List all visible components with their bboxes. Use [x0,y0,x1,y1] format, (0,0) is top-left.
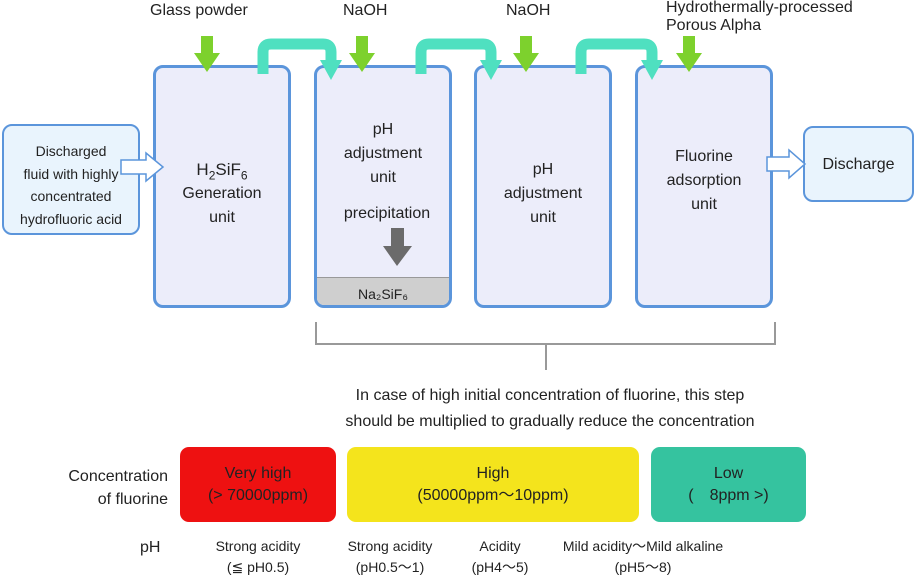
concentration-label-line2: of fluorine [97,491,168,508]
discharge-box: Discharge [803,126,914,202]
band-high-line1: High [476,464,510,482]
ph-c1-line2: (≦ pH0.5) [226,559,290,575]
ph-acidity: Acidity (pH4～5) [450,536,550,578]
ph-adjustment-unit-1 [314,65,452,308]
band-high-line2: (50000ppm～10ppm) [417,486,569,504]
input-line1: Discharged [35,143,107,159]
ph-c3-line1: Acidity [479,538,521,554]
concentration-label-line1: Concentration [68,468,168,485]
glass-powder-arrow [194,36,220,72]
note-line2: should be multiplied to gradually reduce… [345,413,755,430]
precipitation-arrow [383,228,412,266]
unit2-line3: unit [370,169,396,186]
band-very-high-line1: Very high [224,464,292,482]
ph-c4-line1: Mild acidity～Mild alkaline [562,538,724,554]
ph-c3-line2: (pH4～5) [471,559,529,575]
ph-adjustment-unit-2 [474,65,612,308]
glass-powder-label: Glass powder [150,2,248,19]
ph-strong-acidity-1: Strong acidity (≦ pH0.5) [198,536,318,578]
input-line3: concentrated [30,188,112,204]
ph-c2-line2: (pH0.5～1) [355,559,425,575]
band-high: High (50000ppm～10ppm) [347,447,639,522]
h2sif6-generation-unit [153,65,291,308]
band-very-high-line2: (> 70000ppm) [207,486,309,504]
unit1-line3: unit [209,209,235,226]
unit1-line2: Generation [182,185,262,202]
h2sif6-formula: H2SiF6 [153,158,291,187]
unit4-line1: Fluorine [675,148,733,165]
band-low-line2: ( 8ppm >) [688,486,769,504]
note-text: In case of high initial concentration of… [240,383,860,435]
discharge-label: Discharge [822,156,895,173]
unit3-line1: pH [532,161,554,178]
ph-label: pH [140,539,161,556]
fluorine-adsorption-unit [635,65,773,308]
unit4-line3: unit [691,196,717,213]
unit3-line3: unit [530,209,556,226]
output-flow-arrow [766,148,807,180]
unit2-line1: pH [372,121,394,138]
connector-3-4 [575,38,663,80]
connector-1-2 [257,38,342,80]
formula-sub-2: 2 [208,168,216,183]
ph-mild: Mild acidity～Mild alkaline (pH5～8) [548,536,738,578]
note-line1: In case of high initial concentration of… [355,387,745,404]
band-low: Low ( 8ppm >) [651,447,806,522]
ph-c2-line1: Strong acidity [347,538,433,554]
ph-c1-line1: Strong acidity [215,538,301,554]
unit4-line2: adsorption [666,172,742,189]
ph-strong-acidity-2: Strong acidity (pH0.5～1) [330,536,450,578]
naoh-arrow-1 [349,36,375,72]
precipitate-layer [317,277,449,305]
naoh-arrow-2 [513,36,539,72]
formula-sub-6: 6 [240,168,248,183]
input-line2: fluid with highly [23,165,119,182]
porous-alpha-label-line2: Porous Alpha [666,17,762,34]
formula-h: H [196,160,209,179]
unit2-line2: adjustment [343,145,423,162]
input-line4: hydrofluoric acid [20,210,122,227]
naoh-label-2: NaOH [506,2,551,19]
formula-sif: SiF [215,160,241,179]
connector-2-3 [415,38,502,80]
band-low-line1: Low [713,464,744,482]
band-very-high: Very high (> 70000ppm) [180,447,336,522]
multiplication-bracket [315,322,776,370]
naoh-label-1: NaOH [343,2,388,19]
concentration-label: Concentration of fluorine [40,465,168,511]
discharged-fluid-box: Discharged fluid with highly concentrate… [2,124,140,235]
porous-alpha-arrow [676,36,702,72]
porous-alpha-label: Hydrothermally-processed Porous Alpha [666,0,853,35]
porous-alpha-label-line1: Hydrothermally-processed [666,0,853,16]
input-flow-arrow [120,151,165,183]
precipitation-label: precipitation [343,205,431,222]
na2sif6-label: Na₂SiF₆ [358,286,408,302]
ph-c4-line2: (pH5～8) [614,559,672,575]
unit3-line2: adjustment [503,185,583,202]
